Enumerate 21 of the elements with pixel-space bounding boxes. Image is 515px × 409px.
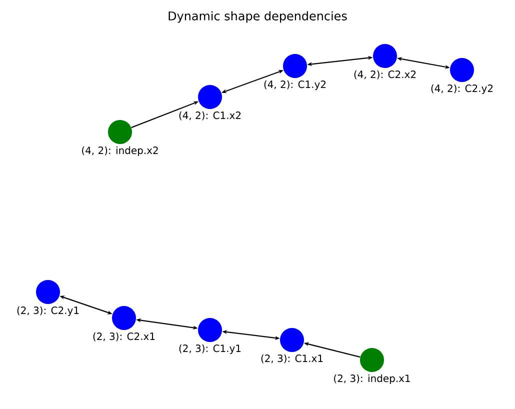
node-label: (4, 2): C2.y2 <box>429 83 495 96</box>
node-label: (2, 3): C1.x1 <box>259 353 325 364</box>
node-label: (2, 3): C2.x1 <box>91 331 157 342</box>
node-label: (2, 3): C1.y1 <box>177 343 243 356</box>
node-circle <box>108 120 132 144</box>
node-circle <box>198 85 222 109</box>
node-label: (4, 2): C1.y2 <box>262 79 328 92</box>
node-label: (4, 2): indep.x2 <box>80 145 160 158</box>
node-circle <box>450 58 474 82</box>
node-label: (2, 3): indep.x1 <box>332 373 412 386</box>
node-circle <box>360 348 384 372</box>
node-circle <box>36 280 60 304</box>
node-label: (2, 3): C2.y1 <box>15 305 81 318</box>
node-circle <box>283 54 307 78</box>
node-circle <box>112 306 136 330</box>
node-circle <box>373 44 397 68</box>
node-label: (4, 2): C2.x2 <box>352 69 418 80</box>
title: Dynamic shape dependencies <box>168 11 347 23</box>
node-circle <box>280 328 304 352</box>
node-circle <box>198 318 222 342</box>
node-label: (4, 2): C1.x2 <box>177 110 243 122</box>
